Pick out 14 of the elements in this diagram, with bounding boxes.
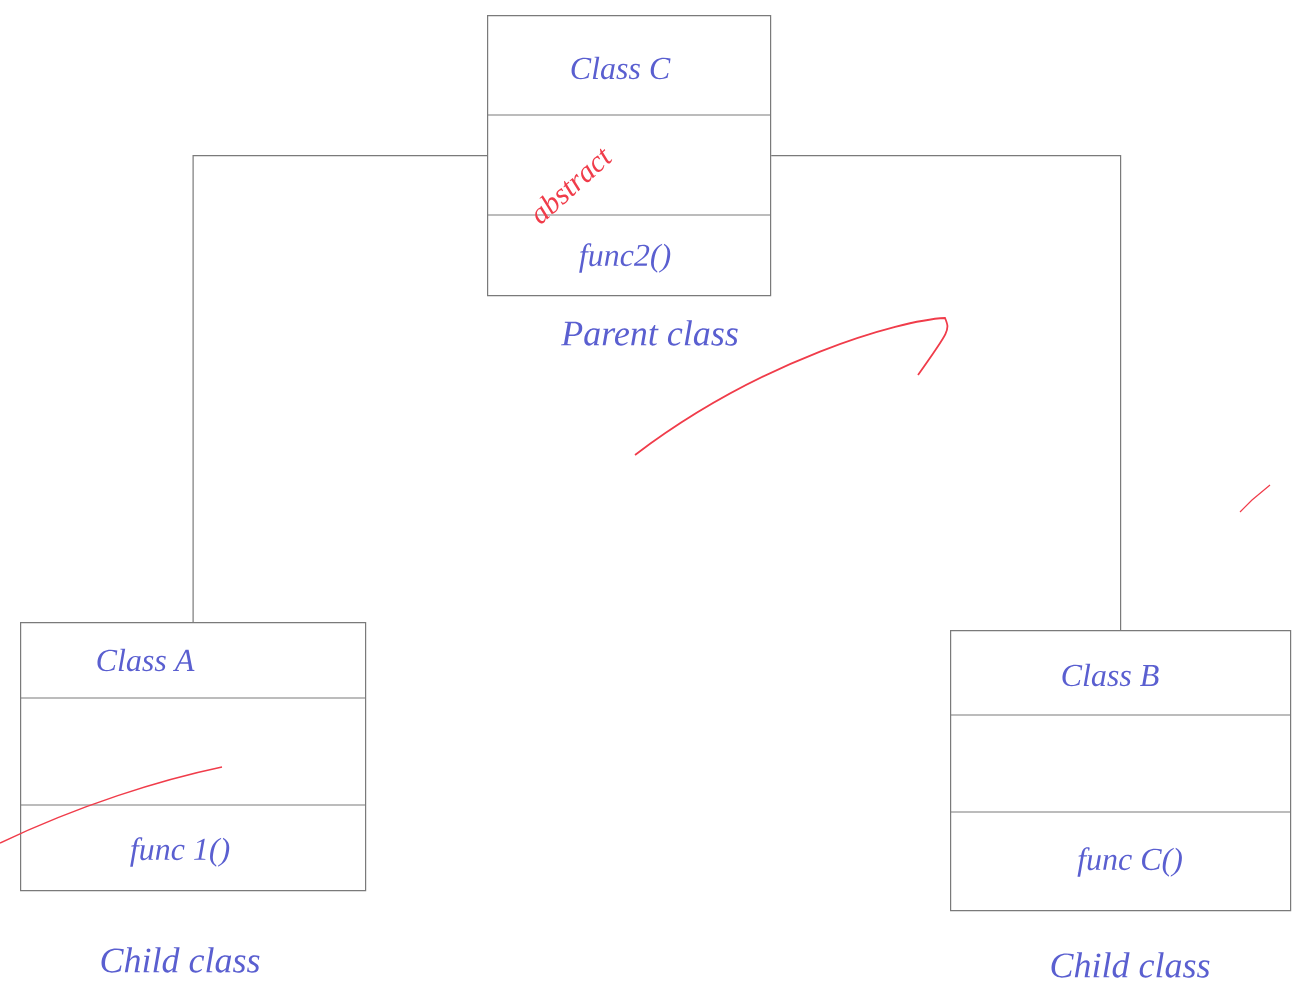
class-name: Class C [571, 56, 671, 80]
class-box [486, 15, 772, 297]
connector-line [770, 155, 1122, 631]
node-label: Child class [101, 947, 260, 973]
method-text: func 1() [130, 837, 230, 867]
connector-line [192, 155, 488, 623]
node-label: Parent class [561, 320, 738, 346]
method-text: func C() [1077, 847, 1182, 877]
class-box [949, 630, 1292, 912]
method-text: func2() [579, 243, 671, 273]
node-label: Child class [1051, 952, 1210, 978]
class-name: Class B [1062, 663, 1159, 687]
class-name: Class A [97, 648, 195, 672]
class-box [19, 622, 367, 892]
